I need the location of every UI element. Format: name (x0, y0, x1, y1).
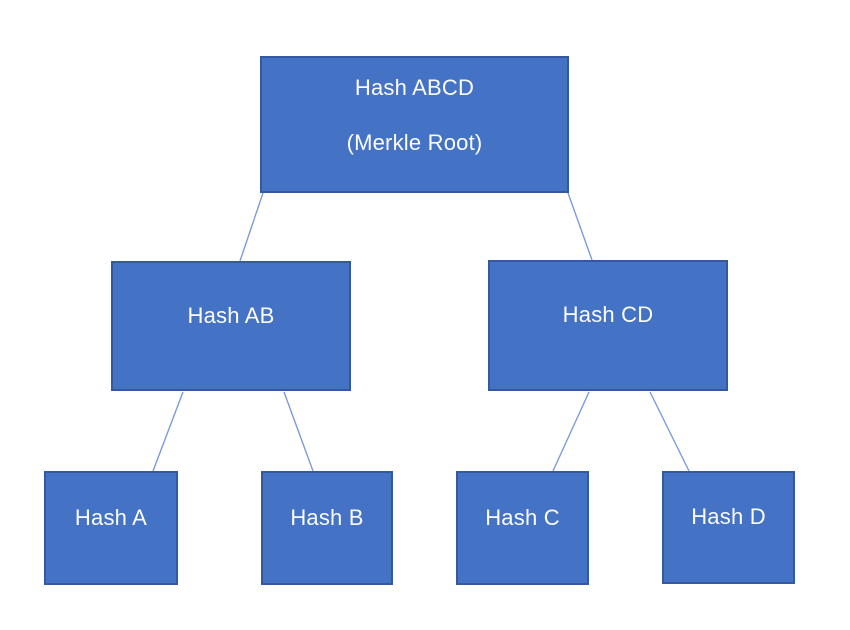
node-hash-abcd-label-line2: (Merkle Root) (346, 130, 483, 155)
node-hash-a: Hash A (44, 471, 178, 585)
connector-hash-ab-to-hash-b (283, 391, 314, 472)
connector-hash-cd-to-hash-c (552, 391, 590, 472)
connector-root-to-hash-ab (239, 192, 264, 262)
node-hash-abcd-label-line1: Hash ABCD (354, 75, 475, 100)
node-hash-d-label: Hash D (691, 504, 766, 529)
node-hash-c: Hash C (456, 471, 589, 585)
node-hash-d: Hash D (662, 471, 795, 584)
node-hash-abcd-merkle-root: Hash ABCD (Merkle Root) (260, 56, 569, 193)
node-hash-b: Hash B (261, 471, 393, 585)
node-hash-b-label: Hash B (290, 504, 364, 530)
node-hash-ab: Hash AB (111, 261, 351, 391)
connector-hash-ab-to-hash-a (152, 391, 184, 472)
node-hash-ab-label: Hash AB (187, 302, 275, 328)
node-hash-a-label: Hash A (74, 504, 148, 530)
connector-root-to-hash-cd (567, 192, 593, 261)
node-hash-cd-label: Hash CD (562, 302, 654, 327)
node-hash-c-label: Hash C (485, 504, 560, 530)
connector-hash-cd-to-hash-d (649, 391, 690, 472)
node-hash-cd: Hash CD (488, 260, 728, 391)
